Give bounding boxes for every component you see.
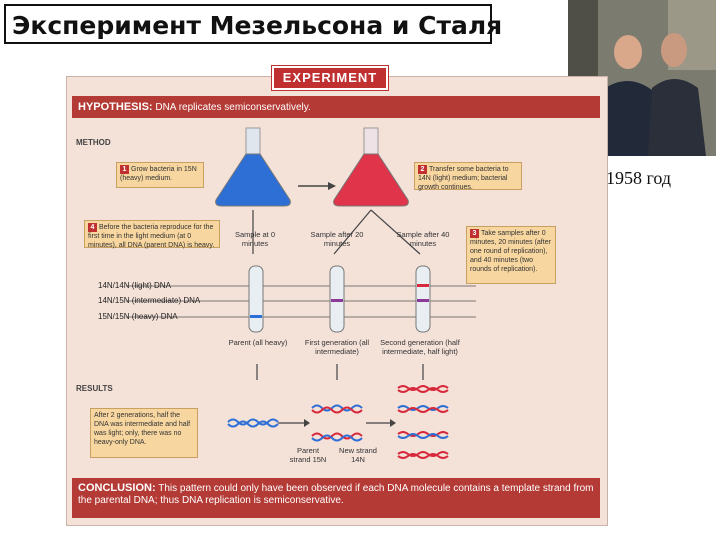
results-label: RESULTS: [76, 384, 113, 393]
tube-parent: [248, 265, 264, 333]
step-3-number: 3: [470, 229, 479, 238]
tube-caption-parent: Parent (all heavy): [228, 338, 288, 347]
conclusion-label: CONCLUSION:: [78, 482, 156, 494]
scientists-photo: [568, 0, 716, 156]
results-note: After 2 generations, half the DNA was in…: [90, 408, 198, 458]
sample-label-20: Sample after 20 minutes: [310, 230, 364, 248]
hypothesis-text: DNA replicates semiconservatively.: [155, 102, 311, 113]
step-4-number: 4: [88, 223, 97, 232]
tube-caption-second: Second generation (half intermediate, ha…: [380, 338, 460, 356]
dna-type-intermediate: 14N/15N (intermediate) DNA: [98, 296, 201, 305]
scientists-photo-drawing: [568, 0, 716, 156]
legend-new-strand: New strand 14N: [339, 446, 377, 464]
method-label: METHOD: [76, 138, 111, 147]
tube-caption-first: First generation (all intermediate): [304, 338, 370, 356]
dna-type-light: 14N/14N (light) DNA: [98, 281, 171, 290]
step-1-text: Grow bacteria in 15N (heavy) medium.: [120, 166, 197, 182]
heavy-flask: [215, 127, 291, 207]
dna-type-heavy: 15N/15N (heavy) DNA: [98, 312, 178, 321]
result-dna-parent: [227, 418, 279, 428]
step-3-text: Take samples after 0 minutes, 20 minutes…: [470, 230, 551, 273]
light-flask: [333, 127, 409, 207]
step-1-number: 1: [120, 165, 129, 174]
experiment-badge: EXPERIMENT: [271, 65, 389, 91]
result-dna-second-gen: [397, 385, 449, 459]
slide-title: Эксперимент Мезельсона и Сталя: [4, 4, 502, 44]
result-dna-first-gen: [311, 404, 363, 442]
step-2-number: 2: [418, 165, 427, 174]
conclusion-bar: CONCLUSION: This pattern could only have…: [72, 478, 600, 518]
tube-second-generation: [415, 265, 431, 333]
conclusion-text: This pattern could only have been observ…: [78, 483, 594, 506]
hypothesis-bar: HYPOTHESIS: DNA replicates semiconservat…: [72, 96, 600, 118]
photo-caption: 1958 год: [606, 168, 672, 188]
step-4-text: Before the bacteria reproduce for the fi…: [88, 224, 215, 249]
experiment-diagram: [126, 127, 476, 459]
tube-first-generation: [329, 265, 345, 333]
step-2-text: Transfer some bacteria to 14N (light) me…: [418, 166, 509, 191]
hypothesis-label: HYPOTHESIS:: [78, 101, 153, 113]
legend-parent-strand: Parent strand 15N: [289, 446, 327, 464]
sample-label-40: Sample after 40 minutes: [396, 230, 450, 248]
sample-label-0: Sample at 0 minutes: [234, 230, 276, 248]
